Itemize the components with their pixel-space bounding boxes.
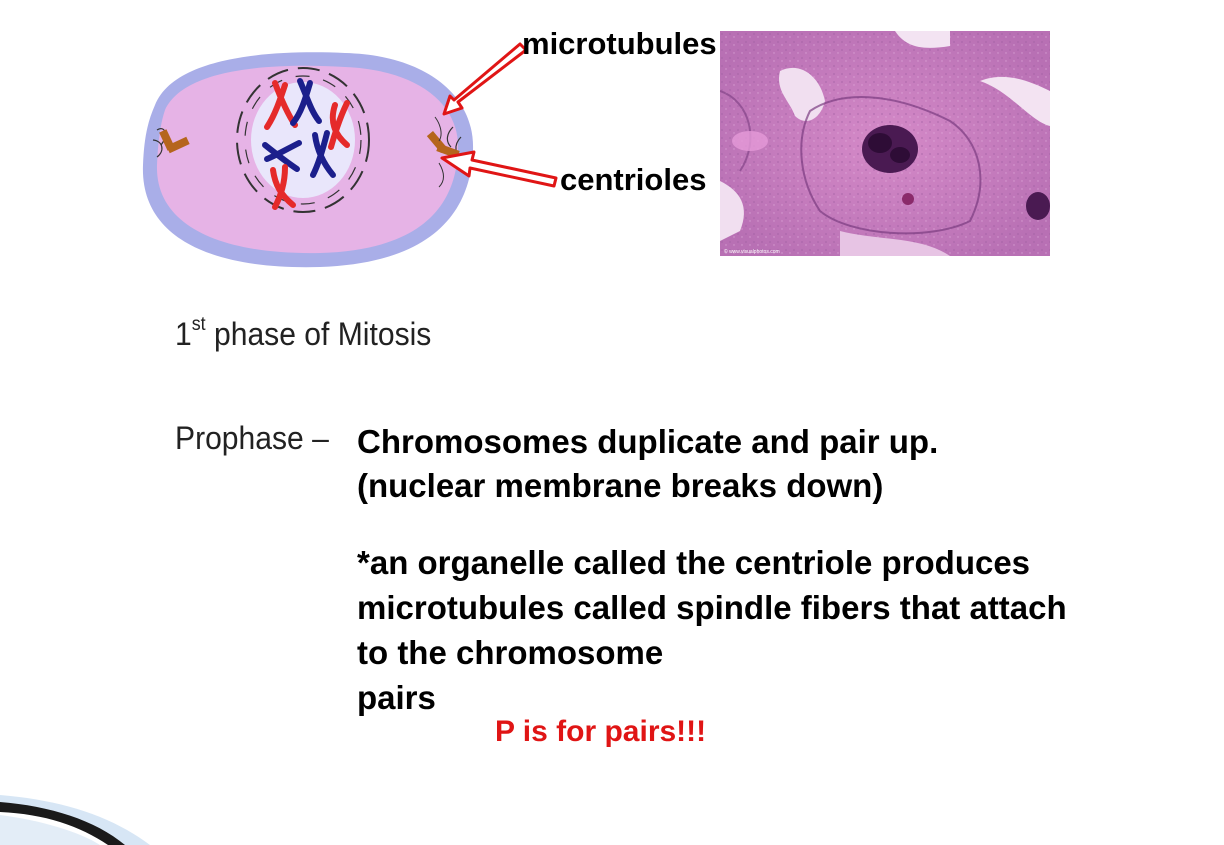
prophase-line-2: (nuclear membrane breaks down) — [357, 467, 884, 504]
microtubules-arrow — [442, 42, 528, 116]
label-centrioles: centrioles — [560, 162, 707, 197]
paragraph-line: to the chromosome — [357, 634, 664, 671]
prophase-term: Prophase – — [175, 420, 329, 456]
centriole-paragraph: *an organelle called the centriole produ… — [357, 540, 1067, 720]
phase-ordinal: 1 — [175, 316, 192, 352]
label-microtubules: microtubules — [522, 26, 717, 61]
chromosomes — [262, 78, 350, 210]
mnemonic-note: P is for pairs!!! — [495, 715, 707, 748]
paragraph-line: pairs — [357, 679, 436, 716]
phase-heading-rest: phase of Mitosis — [205, 316, 432, 352]
slide-corner-swoosh — [0, 795, 150, 845]
micrograph-image: © www.visualphotos.com — [720, 31, 1050, 256]
prophase-line-1: Chromosomes duplicate and pair up. — [357, 423, 939, 460]
phase-heading: 1st phase of Mitosis — [175, 314, 432, 353]
label-arrows — [440, 42, 558, 188]
micrograph-watermark: © www.visualphotos.com — [724, 248, 780, 255]
centriole-left — [152, 128, 190, 158]
centrioles-arrow — [440, 150, 558, 188]
phase-ordinal-suffix: st — [191, 314, 206, 335]
paragraph-line: *an organelle called the centriole produ… — [357, 544, 1031, 581]
paragraph-line: microtubules called spindle fibers that … — [357, 589, 1067, 626]
cell-diagram — [142, 52, 474, 268]
